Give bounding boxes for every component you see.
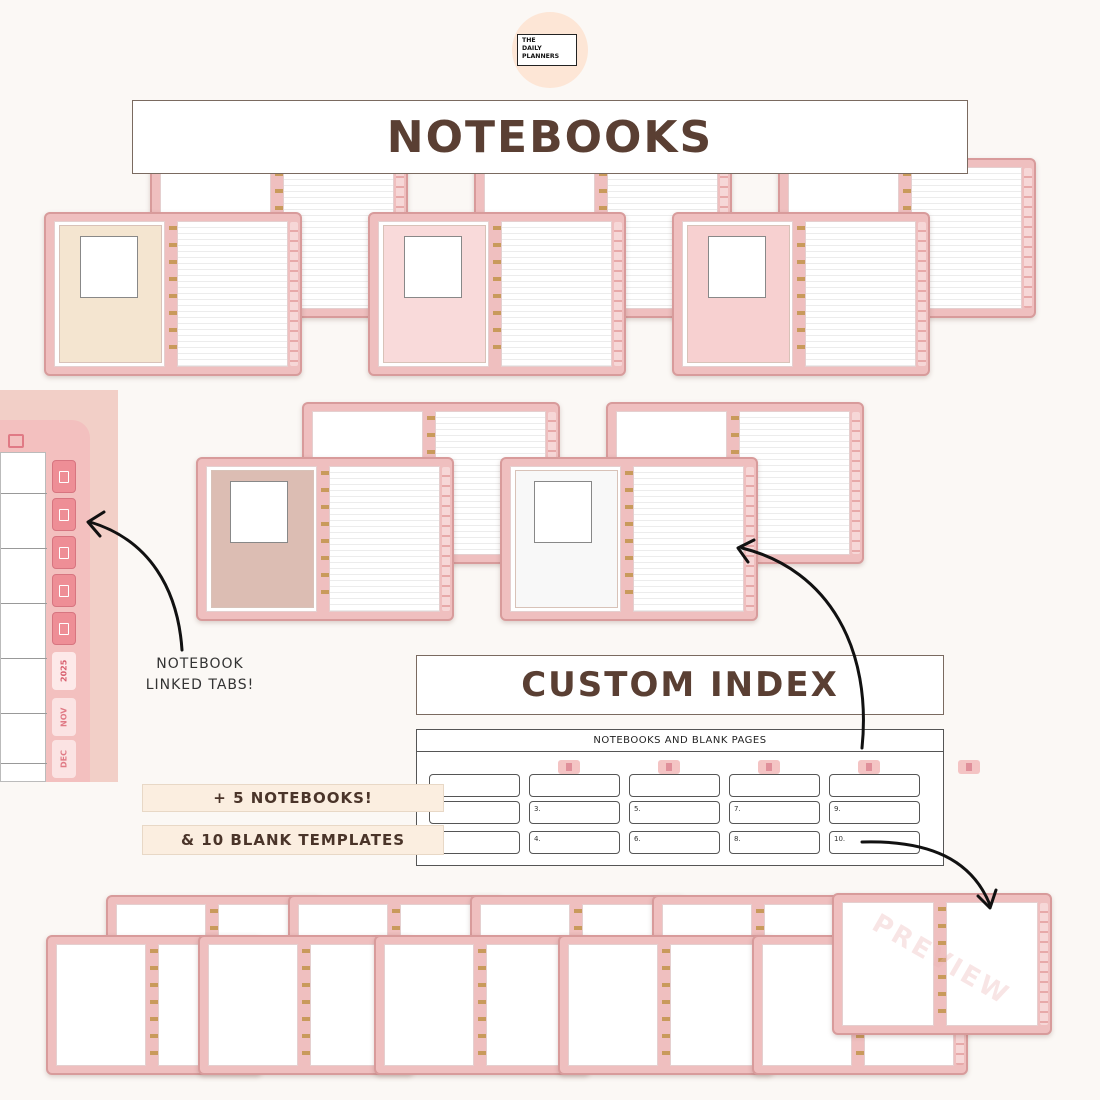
- tab-year[interactable]: 2025: [52, 652, 76, 690]
- index-cell[interactable]: 10.: [829, 831, 920, 854]
- notebook-spread-mauve: [196, 457, 454, 621]
- notebook-icon: [59, 508, 69, 521]
- side-tabs: [290, 222, 298, 366]
- logo-line: THE: [522, 37, 536, 44]
- notebook-icon: [59, 546, 69, 559]
- binder-rings: [150, 949, 158, 1061]
- binder-rings: [938, 907, 946, 1021]
- tab-nov[interactable]: NOV: [52, 698, 76, 736]
- zoom-row-line: [1, 493, 47, 494]
- arrow-to-index: [740, 546, 865, 750]
- notebook-spread-rose: [672, 212, 930, 376]
- index-cell[interactable]: [529, 774, 620, 797]
- side-tabs: [852, 412, 860, 554]
- zoom-row-line: [1, 603, 47, 604]
- side-tabs: [1040, 903, 1048, 1025]
- notebook-tab-2[interactable]: [52, 498, 76, 531]
- notebook-tab-3[interactable]: [52, 536, 76, 569]
- notebook-tab-5[interactable]: [52, 612, 76, 645]
- page-right: [670, 944, 760, 1066]
- index-cell[interactable]: 9.: [829, 801, 920, 824]
- tab-dec[interactable]: DEC: [52, 740, 76, 778]
- index-cell[interactable]: [729, 774, 820, 797]
- index-cell[interactable]: [429, 801, 520, 824]
- page-right: [177, 221, 288, 367]
- note-line: NOTEBOOK: [156, 656, 244, 672]
- linked-tabs-zoom: 2025 NOV DEC: [0, 390, 118, 782]
- binder-rings: [662, 949, 670, 1061]
- index-tab-icon: [858, 760, 880, 774]
- page-left: [208, 944, 298, 1066]
- linked-tabs-note: NOTEBOOK LINKED TABS!: [140, 654, 260, 696]
- index-tab-icon: [958, 760, 980, 774]
- index-cell[interactable]: 3.: [529, 801, 620, 824]
- binder-rings: [478, 949, 486, 1061]
- notebook-spread-white: [500, 457, 758, 621]
- page-right: [501, 221, 612, 367]
- blank-templates-banner: & 10 BLANK TEMPLATES: [142, 825, 444, 855]
- cover-label: [534, 481, 592, 543]
- index-cell[interactable]: [829, 774, 920, 797]
- binder-rings: [321, 471, 329, 607]
- index-tab-icon: [758, 760, 780, 774]
- zoom-page: [0, 452, 47, 782]
- zoom-row-line: [1, 548, 47, 549]
- index-cell[interactable]: [629, 774, 720, 797]
- cover-label: [708, 236, 766, 298]
- notebook-spread-pink: [368, 212, 626, 376]
- page-left: [384, 944, 474, 1066]
- page-right: [946, 902, 1038, 1026]
- notebook-tab-1[interactable]: [52, 460, 76, 493]
- cover-label: [230, 481, 288, 543]
- blank-template-spread: [558, 935, 774, 1075]
- index-cell[interactable]: 8.: [729, 831, 820, 854]
- notebook-icon: [59, 584, 69, 597]
- cover-label: [404, 236, 462, 298]
- custom-index-title: CUSTOM INDEX: [416, 655, 944, 715]
- side-tabs: [918, 222, 926, 366]
- notebooks-title: NOTEBOOKS: [132, 100, 968, 174]
- index-cell[interactable]: 4.: [529, 831, 620, 854]
- notebook-tab-4[interactable]: [52, 574, 76, 607]
- binder-rings: [493, 226, 501, 362]
- notebook-spread-cream: [44, 212, 302, 376]
- blank-template-preview: PREVIEW: [832, 893, 1052, 1035]
- index-cell[interactable]: 5.: [629, 801, 720, 824]
- brand-logo: THE DAILY PLANNERS: [517, 34, 577, 66]
- binder-rings: [302, 949, 310, 1061]
- index-table: NOTEBOOKS AND BLANK PAGES 3. 5. 7. 9. 4.…: [416, 729, 980, 866]
- binder-rings: [797, 226, 805, 362]
- notebooks-count-banner: + 5 NOTEBOOKS!: [142, 784, 444, 812]
- side-tabs: [614, 222, 622, 366]
- binder-rings: [169, 226, 177, 362]
- note-line: LINKED TABS!: [145, 677, 255, 693]
- index-tab-icon: [658, 760, 680, 774]
- page-left: [568, 944, 658, 1066]
- index-cell[interactable]: 6.: [629, 831, 720, 854]
- binder-rings: [625, 471, 633, 607]
- side-tabs: [746, 467, 754, 611]
- page-right: [633, 466, 744, 612]
- page-right: [805, 221, 916, 367]
- notebook-icon: [59, 622, 69, 635]
- cover-label: [80, 236, 138, 298]
- index-header: NOTEBOOKS AND BLANK PAGES: [417, 730, 943, 752]
- page-left: [842, 902, 934, 1026]
- side-tabs: [1024, 168, 1032, 308]
- page-right: [329, 466, 440, 612]
- side-tabs: [442, 467, 450, 611]
- zoom-header-icon: [8, 434, 24, 448]
- zoom-row-line: [1, 713, 47, 714]
- index-tab-icon: [558, 760, 580, 774]
- logo-line: PLANNERS: [522, 53, 560, 60]
- notebook-icon: [59, 470, 69, 483]
- index-cell[interactable]: 7.: [729, 801, 820, 824]
- blank-template-spread: [374, 935, 590, 1075]
- zoom-row-line: [1, 763, 47, 764]
- zoom-row-line: [1, 658, 47, 659]
- logo-line: DAILY: [522, 45, 542, 52]
- page-left: [56, 944, 146, 1066]
